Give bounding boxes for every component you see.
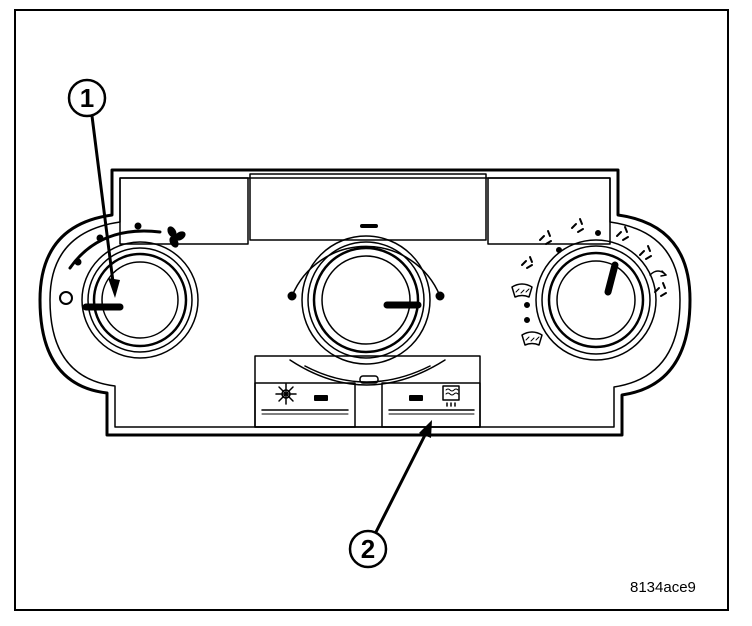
blower-speed-dot-1 <box>74 258 82 266</box>
temperature-scale-end-cold <box>287 291 297 301</box>
ac-button[interactable] <box>254 382 356 428</box>
circle-off-icon <box>59 291 73 305</box>
top-window-left <box>119 177 249 245</box>
floor-icon <box>571 218 584 233</box>
figure-frame <box>14 9 729 611</box>
temperature-scale-end-hot <box>435 291 445 301</box>
bi-level-icon <box>539 230 552 245</box>
mode-bezel-inner <box>541 245 651 355</box>
blower-knob-face <box>101 261 179 339</box>
temperature-knob-face <box>321 255 411 345</box>
blower-knob-group <box>59 222 199 359</box>
center-indicator-slot <box>359 375 379 384</box>
control-panel-outline <box>38 168 692 437</box>
top-window-right <box>487 177 611 245</box>
mode-bezel-outer <box>535 239 657 361</box>
temperature-bezel-inner <box>307 241 425 359</box>
rear-defrost-button[interactable] <box>381 382 481 428</box>
control-panel-inner-outline <box>49 177 681 428</box>
callout-1-circle <box>67 78 107 118</box>
callout-2-label: 2 <box>361 534 375 564</box>
blower-bezel-outer <box>81 241 199 359</box>
mode-knob-group <box>511 218 667 361</box>
blower-speed-dot-2 <box>96 234 104 242</box>
blower-bezel-inner <box>87 247 193 353</box>
callout-2: 2 <box>348 420 432 569</box>
callout-2-leader <box>374 433 427 534</box>
callout-2-arrowhead <box>419 420 432 438</box>
mode-knob-pointer <box>604 261 619 296</box>
blower-knob[interactable] <box>92 252 188 348</box>
snowflake-icon <box>275 383 297 405</box>
center-knob-recess-arc-inner <box>304 365 431 383</box>
recirculation-icon <box>649 270 667 277</box>
rear-defrost-icon <box>442 385 460 407</box>
center-knob-recess-arc <box>289 359 446 386</box>
panel-vent-icon <box>521 256 533 269</box>
ac-indicator-led <box>314 395 328 401</box>
temperature-bezel-outer <box>301 235 431 365</box>
defrost-floor-icon <box>654 282 667 297</box>
fan-icon <box>167 226 186 248</box>
callout-2-circle <box>348 529 388 569</box>
callout-1-leader <box>90 114 115 284</box>
temperature-scale-arc <box>291 245 441 297</box>
mode-knob[interactable] <box>547 251 645 349</box>
top-window-center <box>249 173 487 241</box>
rear-defrost-indicator-led <box>409 395 423 401</box>
callout-1: 1 <box>67 78 120 298</box>
callout-1-label: 1 <box>80 83 94 113</box>
mode-dot-2 <box>524 317 530 323</box>
blower-speed-dot-3 <box>134 222 142 230</box>
front-defrost-icon <box>521 331 543 346</box>
callout-1-arrowhead <box>108 278 120 298</box>
mode-knob-face <box>556 260 636 340</box>
windshield-icon <box>511 283 533 298</box>
mode-dot-1 <box>524 302 530 308</box>
temperature-knob[interactable] <box>312 246 420 354</box>
floor-defrost-icon <box>639 245 652 260</box>
mode-dot-4 <box>556 247 562 253</box>
mode-dot-3 <box>595 230 601 236</box>
mix-icon <box>616 226 629 241</box>
figure-id: 8134ace9 <box>630 579 696 596</box>
temperature-knob-group <box>287 224 445 365</box>
